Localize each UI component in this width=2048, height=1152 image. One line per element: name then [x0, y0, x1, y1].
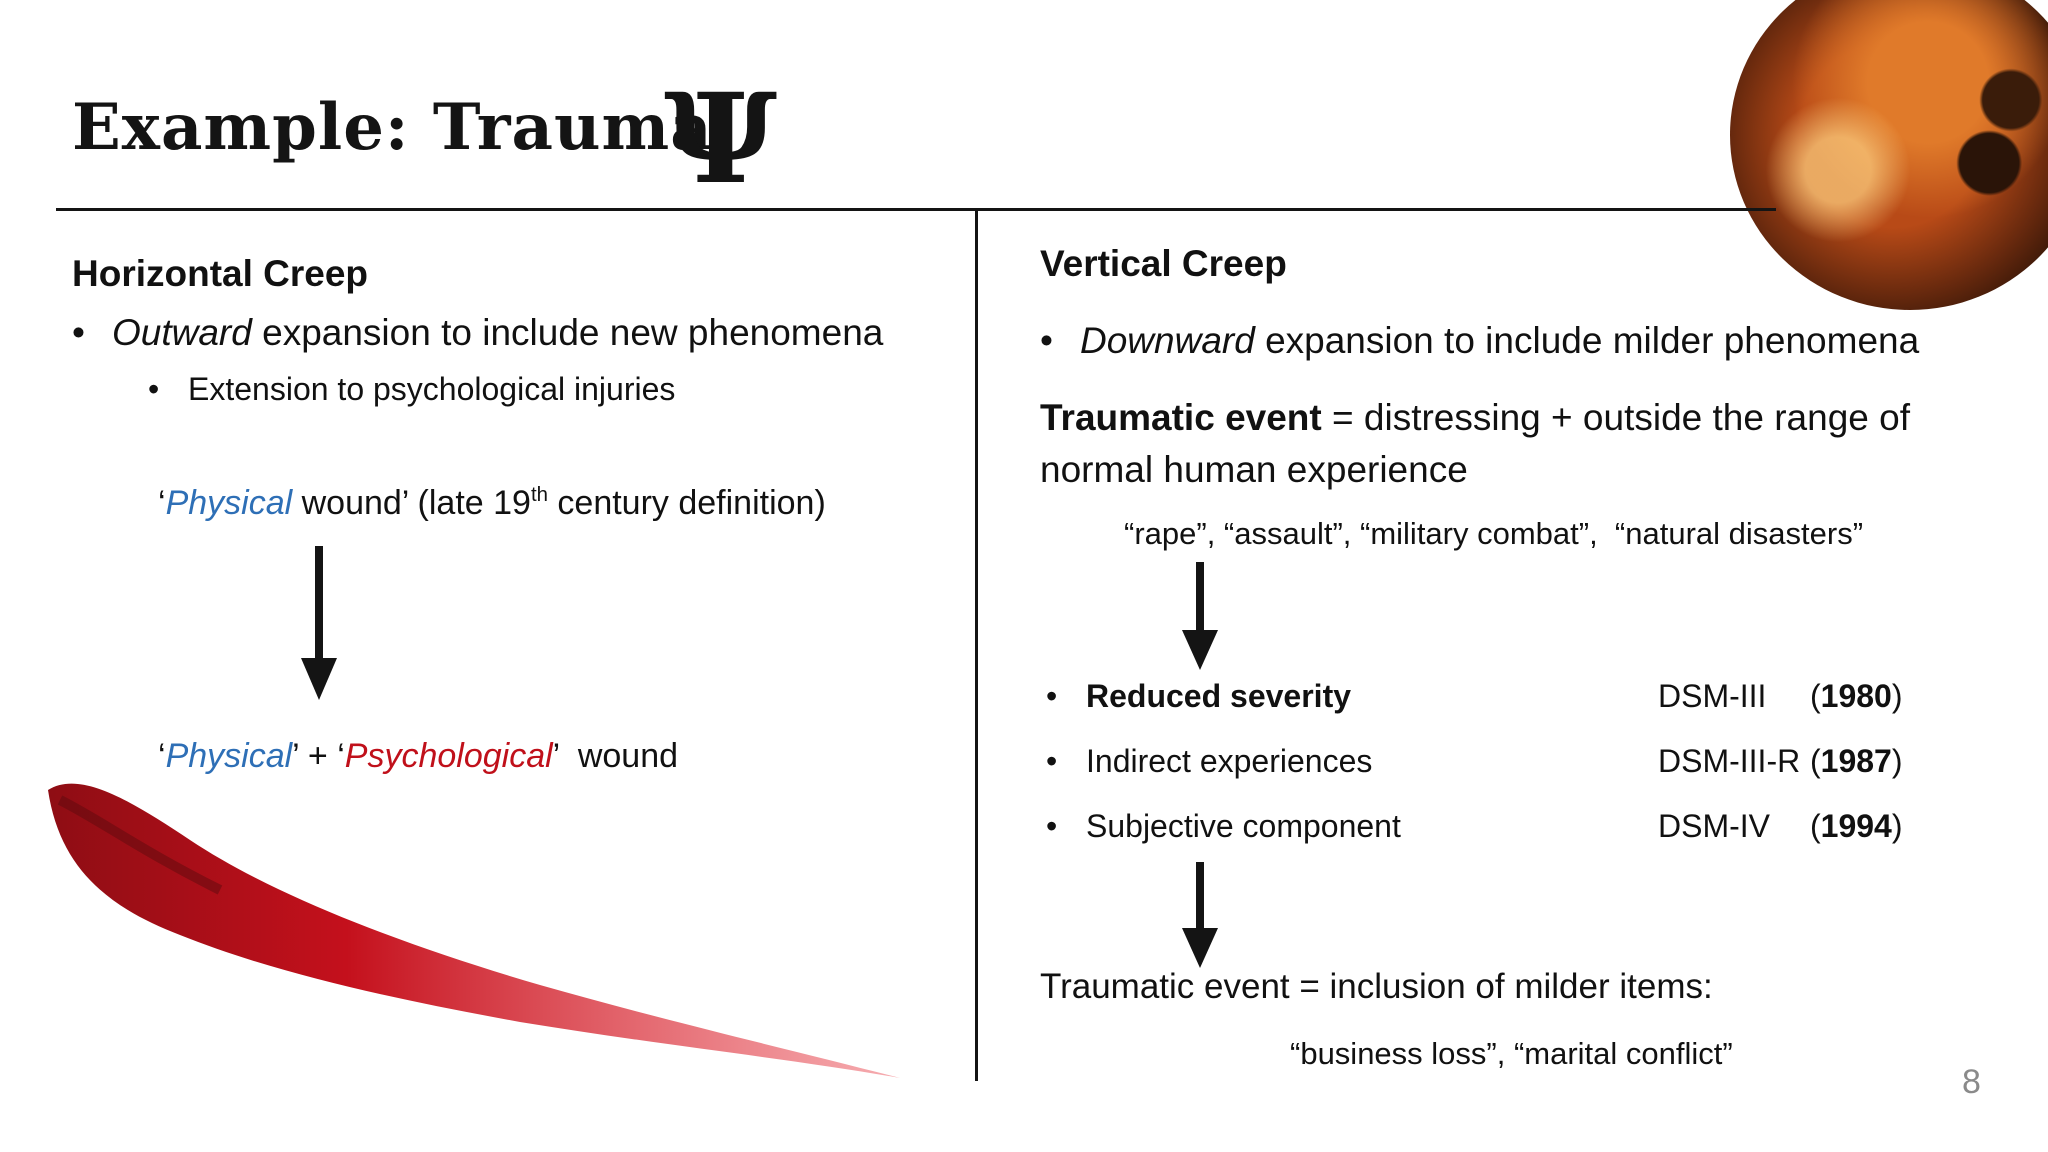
bullet-marker: • — [72, 312, 85, 353]
dsm-row: • Reduced severity DSM-III (1980) — [1046, 678, 1906, 722]
definition-end: century definition) — [547, 484, 826, 522]
dsm-year: (1994) — [1810, 808, 1903, 844]
traumatic-event-definition: Traumatic event = distressing + outside … — [1040, 392, 1980, 496]
page-number: 8 — [1962, 1063, 1981, 1101]
milder-examples: “business loss”, “marital conflict” — [1290, 1036, 1733, 1071]
dsm-version: DSM-III — [1658, 678, 1767, 714]
quote-mark: ‘ — [158, 737, 166, 775]
outward-bullet: • Outward expansion to include new phenom… — [72, 312, 883, 354]
bullet-marker: • — [1046, 808, 1058, 844]
down-arrow-icon — [301, 546, 337, 700]
extension-text: Extension to psychological injuries — [188, 371, 676, 407]
dsm-year: (1987) — [1810, 743, 1903, 779]
dsm-row: • Subjective component DSM-IV (1994) — [1046, 808, 1906, 852]
vertical-creep-heading: Vertical Creep — [1040, 243, 1287, 284]
bullet-marker: • — [1046, 678, 1058, 714]
outward-text: expansion to include new phenomena — [251, 312, 884, 353]
column-divider — [975, 211, 978, 1081]
dsm-version: DSM-III-R — [1658, 743, 1801, 779]
planet-image — [1730, 0, 2048, 310]
physical-wound-definition: ‘Physical wound’ (late 19th century defi… — [158, 484, 826, 523]
title-divider — [56, 208, 1776, 211]
dsm-version: DSM-IV — [1658, 808, 1770, 844]
dsm-row: • Indirect experiences DSM-III-R (1987) — [1046, 743, 1906, 787]
bullet-marker: • — [1046, 743, 1058, 779]
traumatic-event-label: Traumatic event — [1040, 397, 1322, 438]
psi-symbol-icon: Ψ — [664, 67, 778, 212]
downward-bullet: • Downward expansion to include milder ph… — [1040, 320, 1919, 362]
psychological-word: Psychological — [344, 737, 553, 775]
definition-text: wound’ (late 19 — [292, 484, 531, 522]
row-label: Reduced severity — [1086, 678, 1352, 714]
downward-text: expansion to include milder phenomena — [1254, 320, 1920, 361]
physical-psychological-wound: ‘Physical’ + ‘Psychological’ wound — [158, 737, 678, 776]
downward-emphasis: Downward — [1080, 320, 1255, 361]
red-paint-stroke-image — [48, 783, 900, 1078]
bullet-marker: • — [148, 371, 160, 407]
down-arrow-icon — [1182, 862, 1218, 968]
quote-mark: ‘ — [158, 484, 166, 522]
milder-items-statement: Traumatic event = inclusion of milder it… — [1040, 967, 1713, 1006]
extension-sub-bullet: • Extension to psychological injuries — [148, 371, 675, 408]
physical-word: Physical — [165, 737, 293, 775]
traumatic-event-text: = distressing + outside the range of nor… — [1040, 397, 1910, 490]
plus-text: ’ + ‘ — [292, 737, 345, 775]
row-label: Indirect experiences — [1086, 743, 1373, 779]
physical-word: Physical — [165, 484, 293, 522]
outward-emphasis: Outward — [112, 312, 252, 353]
slide-title: Example: Trauma — [72, 90, 713, 165]
row-label: Subjective component — [1086, 808, 1401, 844]
down-arrow-icon — [1182, 562, 1218, 670]
horizontal-creep-heading: Horizontal Creep — [72, 253, 369, 294]
severe-examples: “rape”, “assault”, “military combat”, “n… — [1124, 516, 1864, 551]
superscript: th — [530, 483, 548, 506]
dsm-year: (1980) — [1810, 678, 1903, 714]
wound-text: ’ wound — [552, 737, 679, 775]
bullet-marker: • — [1040, 320, 1053, 361]
